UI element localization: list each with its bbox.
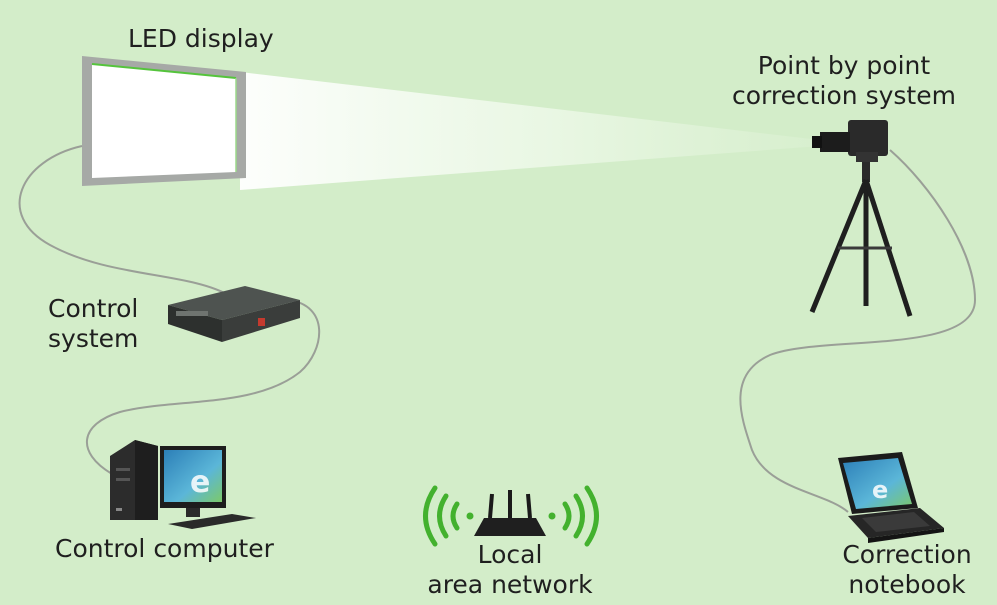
- lan-label-line-2: area network: [427, 570, 593, 599]
- cable-controller-to-computer: [85, 299, 321, 475]
- led-display-label: LED display: [128, 24, 274, 53]
- correction-system-label-line-1: Point by point: [757, 51, 931, 80]
- control-system-label-line-2: system: [48, 324, 139, 353]
- correction-notebook-label-line-1: Correction: [842, 540, 972, 569]
- svg-text:e: e: [190, 465, 210, 500]
- camera-on-tripod-icon: [809, 120, 913, 317]
- cable-display-to-controller: [18, 145, 231, 297]
- controller-box-icon: [168, 286, 300, 342]
- led-screen-icon: [82, 56, 246, 186]
- laptop-icon: e: [838, 452, 944, 543]
- cable-camera-to-notebook: [739, 149, 977, 513]
- correction-notebook-label: Correction notebook: [822, 540, 992, 600]
- correction-notebook-label-line-2: notebook: [848, 570, 966, 599]
- svg-text:e: e: [872, 476, 888, 504]
- desktop-pc-icon: e: [110, 440, 256, 529]
- lan-label: Local area network: [410, 540, 610, 600]
- light-beam: [240, 72, 820, 190]
- control-computer-label: Control computer: [55, 534, 274, 563]
- wifi-router-icon: [423, 485, 599, 547]
- correction-system-label-line-2: correction system: [732, 81, 956, 110]
- control-system-label: Control system: [48, 294, 138, 354]
- correction-system-label: Point by point correction system: [724, 51, 964, 111]
- lan-label-line-1: Local: [477, 540, 543, 569]
- control-system-label-line-1: Control: [48, 294, 139, 323]
